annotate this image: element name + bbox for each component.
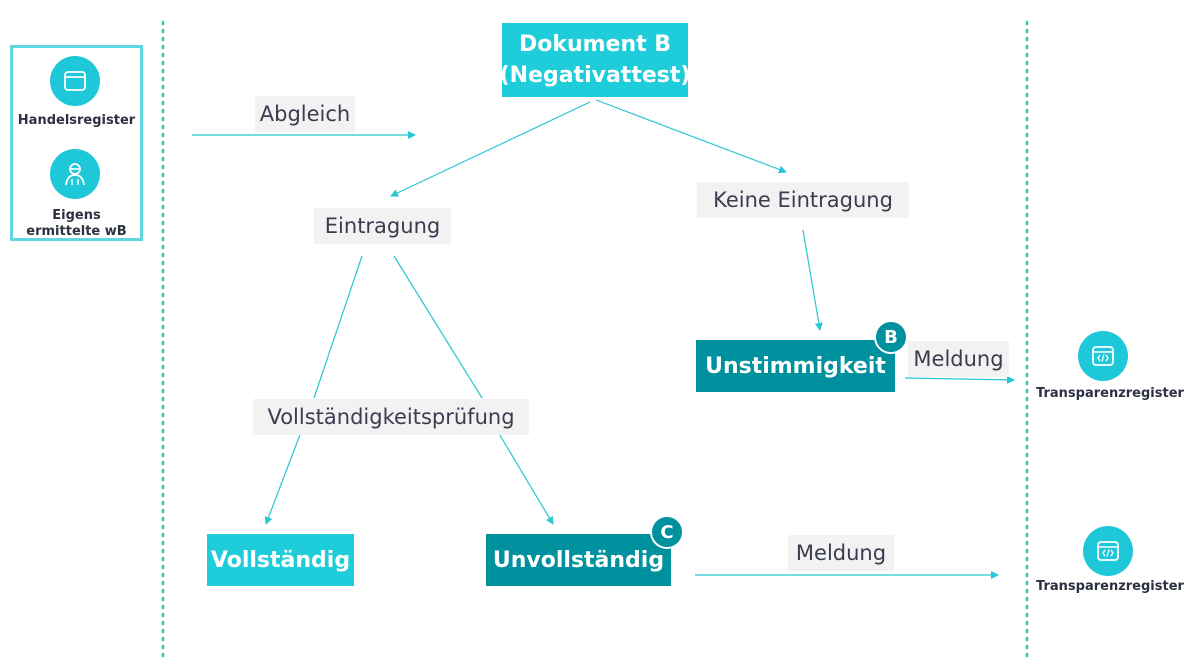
arrow-to-vollstaendig-lower (264, 431, 302, 525)
unvollstaendig-box: Unvollständig (486, 534, 671, 586)
badge-c: C (650, 515, 684, 549)
sources-panel: Handelsregister Eigens ermittelte wB (10, 45, 143, 241)
code-window-icon (1078, 331, 1128, 381)
arrow-to-unstimmigkeit (802, 229, 823, 331)
eigens-label-line1: Eigens (52, 208, 101, 223)
vollstaendigkeitspruefung-label: Vollständigkeitsprüfung (253, 399, 529, 435)
eigens-label-line2: ermittelte wB (26, 224, 127, 239)
code-window-icon (1083, 526, 1133, 576)
keine-eintragung-label: Keine Eintragung (697, 182, 909, 218)
dokument-b-box: Dokument B (Negativattest) (499, 23, 691, 97)
transparenzregister-label-2: Transparenzregister (1036, 579, 1184, 594)
badge-b: B (874, 320, 908, 354)
arrow-to-unvollstaendig-upper (393, 255, 483, 399)
unstimmigkeit-box: Unstimmigkeit (696, 340, 895, 392)
transparenzregister-label-1: Transparenzregister (1036, 386, 1184, 401)
person-icon (50, 149, 100, 199)
arrow-to-eintragung (390, 101, 591, 197)
dokument-b-title: Dokument B (518, 32, 672, 57)
meldung-label-bottom: Meldung (788, 535, 894, 571)
arrow-to-unvollstaendig-lower (497, 431, 554, 525)
abgleich-label: Abgleich (255, 96, 355, 132)
arrow-to-vollstaendig-upper (313, 255, 363, 399)
meldung-label-top: Meldung (908, 341, 1009, 377)
arrow-meldung-top (904, 375, 1015, 384)
vollstaendig-box: Vollständig (207, 534, 354, 586)
dokument-b-subtitle: (Negativattest) (499, 63, 691, 88)
eintragung-label: Eintragung (314, 208, 451, 244)
handelsregister-label: Handelsregister (17, 113, 136, 128)
browser-window-icon (50, 56, 100, 106)
arrow-to-keine-eintragung (595, 99, 787, 174)
